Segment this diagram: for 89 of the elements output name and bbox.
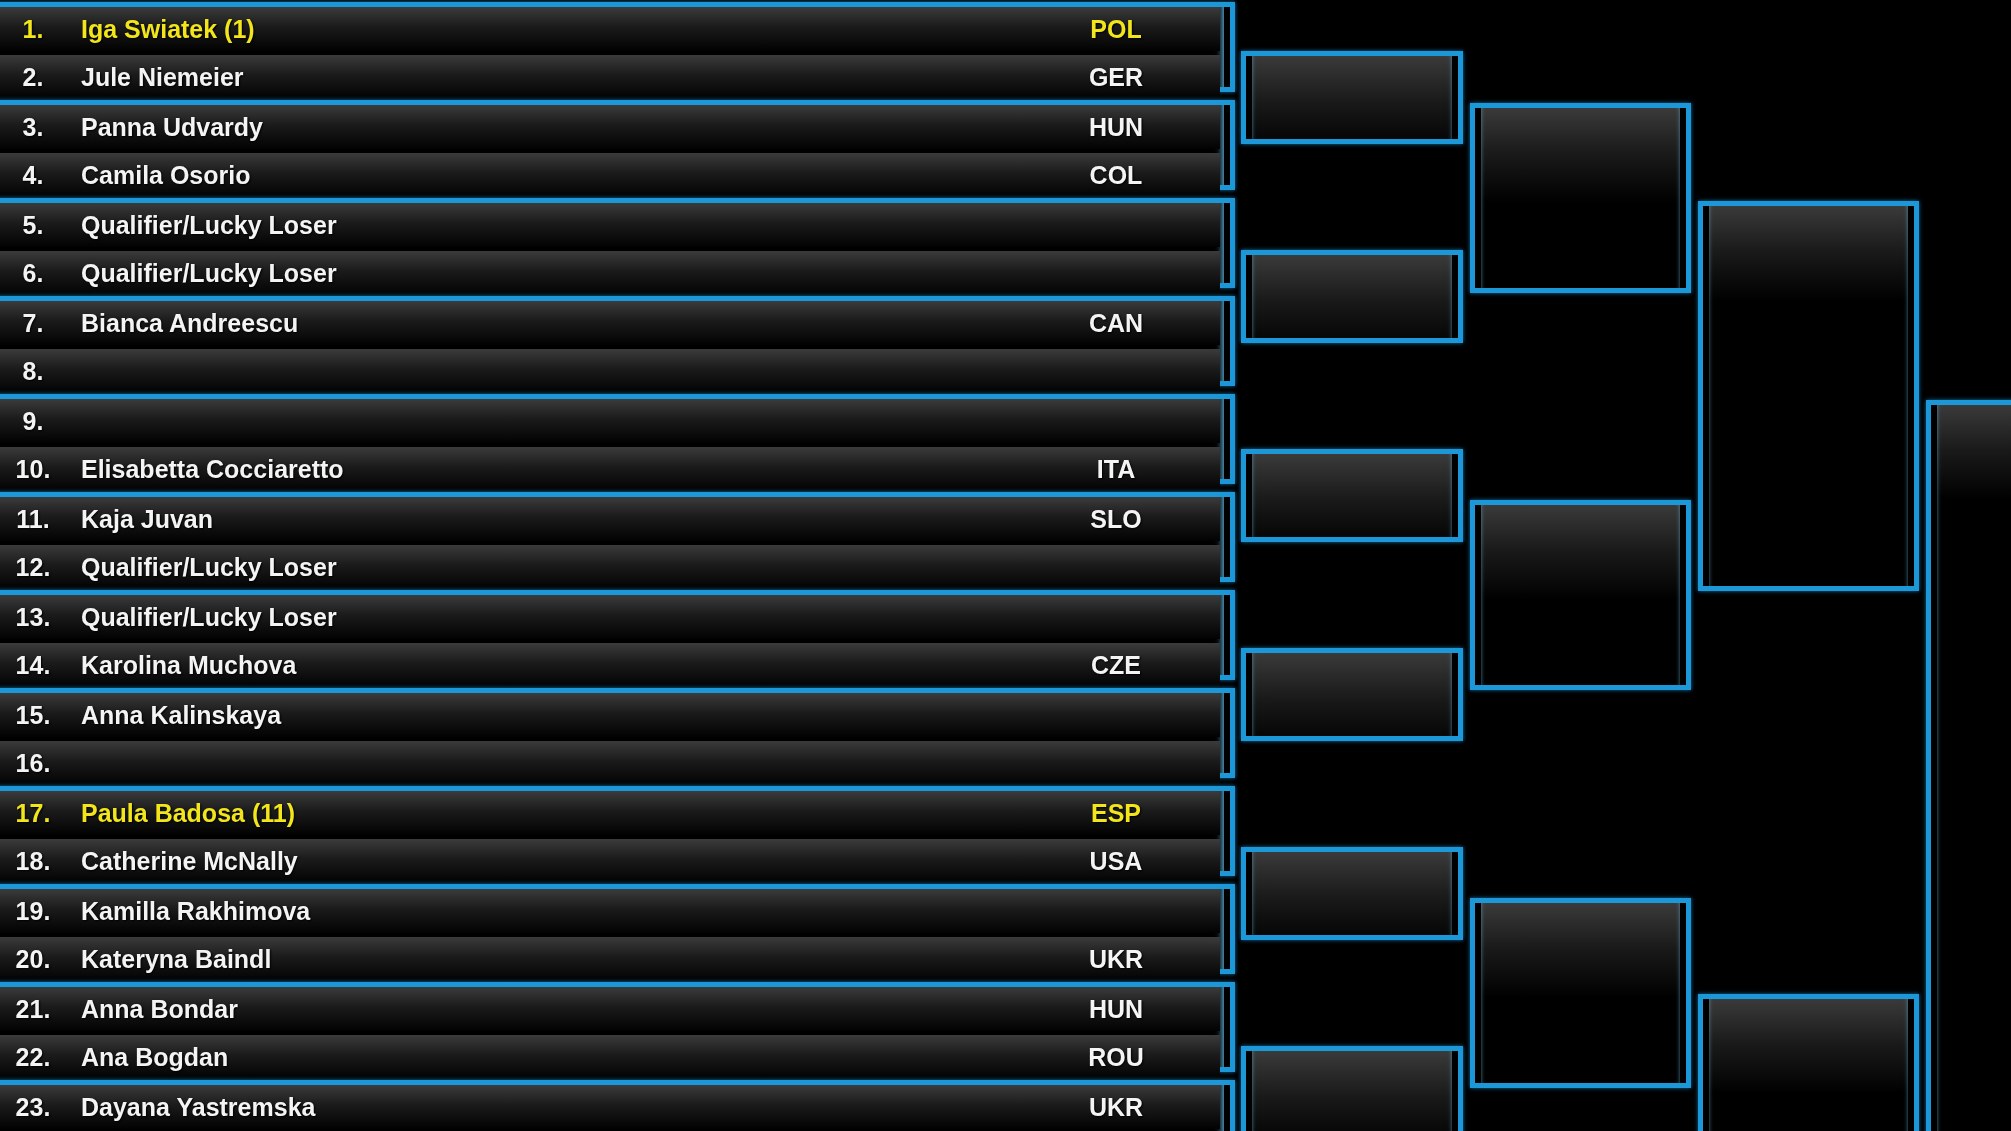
player-name: Catherine McNally	[81, 846, 298, 876]
country-code: HUN	[1087, 994, 1145, 1024]
draw-position-number: 1.	[21, 14, 45, 44]
player-row	[0, 251, 1220, 295]
player-row	[0, 889, 1220, 933]
player-name: Panna Udvardy	[81, 112, 263, 142]
country-code: UKR	[1087, 1092, 1145, 1122]
player-row	[0, 105, 1220, 149]
player-row	[0, 399, 1220, 443]
player-name: Anna Kalinskaya	[81, 700, 282, 730]
draw-position-number: 7.	[21, 308, 45, 338]
player-row	[0, 7, 1220, 51]
player-row	[0, 447, 1220, 491]
draw-position-number: 21.	[14, 994, 52, 1024]
player-name: Kaja Juvan	[81, 504, 213, 534]
player-row	[0, 301, 1220, 345]
bracket-slot	[1241, 648, 1463, 741]
draw-position-number: 23.	[14, 1092, 52, 1122]
player-row	[0, 791, 1220, 835]
country-code: ESP	[1090, 798, 1142, 828]
player-name: Qualifier/Lucky Loser	[81, 210, 337, 240]
player-row	[0, 153, 1220, 197]
draw-position-number: 22.	[14, 1042, 52, 1072]
draw-position-number: 3.	[21, 112, 45, 142]
country-code: GER	[1087, 62, 1145, 92]
draw-position-number: 20.	[14, 944, 52, 974]
draw-position-number: 4.	[21, 160, 45, 190]
bracket-slot	[1470, 898, 1691, 1088]
player-row	[0, 349, 1220, 393]
player-row	[0, 937, 1220, 981]
draw-position-number: 17.	[14, 798, 52, 828]
player-row	[0, 55, 1220, 99]
draw-position-number: 11.	[15, 504, 51, 534]
player-name: Dayana Yastremska	[81, 1092, 316, 1122]
player-name: Paula Badosa (11)	[81, 798, 295, 828]
bracket-slot	[1241, 51, 1463, 144]
bracket-slot	[1241, 250, 1463, 343]
bracket-slot	[1241, 449, 1463, 542]
draw-position-number: 15.	[14, 700, 52, 730]
player-name: Camila Osorio	[81, 160, 251, 190]
draw-position-number: 13.	[14, 602, 52, 632]
player-name: Qualifier/Lucky Loser	[81, 258, 337, 288]
player-row	[0, 595, 1220, 639]
draw-position-number: 2.	[21, 62, 45, 92]
bracket-slot	[1241, 1046, 1463, 1131]
player-row	[0, 497, 1220, 541]
country-code: ITA	[1095, 454, 1137, 484]
player-name: Ana Bogdan	[81, 1042, 229, 1072]
country-code: POL	[1089, 14, 1143, 44]
player-name: Bianca Andreescu	[81, 308, 299, 338]
player-row	[0, 545, 1220, 589]
player-name: Iga Swiatek (1)	[81, 14, 255, 44]
bracket-slot	[1698, 201, 1919, 591]
draw-position-number: 19.	[14, 896, 52, 926]
player-row	[0, 1035, 1220, 1079]
bracket-slot	[1470, 103, 1691, 293]
player-row	[0, 643, 1220, 687]
country-code: SLO	[1089, 504, 1143, 534]
player-name: Qualifier/Lucky Loser	[81, 552, 337, 582]
player-name: Kamilla Rakhimova	[81, 896, 311, 926]
player-name: Qualifier/Lucky Loser	[81, 602, 337, 632]
player-name: Kateryna Baindl	[81, 944, 272, 974]
country-code: HUN	[1087, 112, 1145, 142]
country-code: USA	[1088, 846, 1144, 876]
draw-position-number: 12.	[14, 552, 52, 582]
player-row	[0, 741, 1220, 785]
player-name: Elisabetta Cocciaretto	[81, 454, 344, 484]
player-name: Karolina Muchova	[81, 650, 297, 680]
player-row	[0, 987, 1220, 1031]
bracket-slot	[1470, 500, 1691, 690]
country-code: CAN	[1087, 308, 1145, 338]
draw-position-number: 5.	[21, 210, 45, 240]
player-row	[0, 203, 1220, 247]
draw-position-number: 9.	[21, 406, 45, 436]
draw-position-number: 10.	[14, 454, 52, 484]
country-code: COL	[1088, 160, 1144, 190]
draw-position-number: 14.	[14, 650, 52, 680]
country-code: UKR	[1087, 944, 1145, 974]
player-row	[0, 839, 1220, 883]
player-row	[0, 693, 1220, 737]
country-code: ROU	[1087, 1042, 1145, 1072]
draw-position-number: 6.	[21, 258, 45, 288]
country-code: CZE	[1090, 650, 1142, 680]
draw-position-number: 18.	[14, 846, 52, 876]
bracket-slot	[1241, 847, 1463, 940]
draw-position-number: 8.	[21, 356, 45, 386]
draw-position-number: 16.	[14, 748, 52, 778]
player-name: Jule Niemeier	[81, 62, 244, 92]
player-name: Anna Bondar	[81, 994, 238, 1024]
